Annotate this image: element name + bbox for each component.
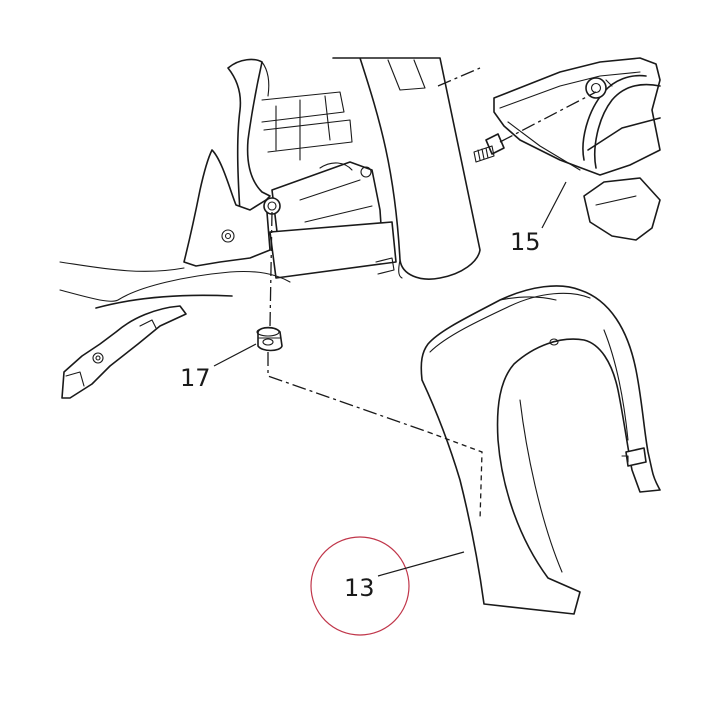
fork-tube: [332, 57, 481, 280]
leader-line-13: [377, 551, 465, 577]
callout-15[interactable]: 15: [510, 181, 567, 256]
part-13-cover: [420, 285, 661, 615]
leader-line-17: [213, 343, 257, 367]
part-17-grommet: [256, 211, 429, 433]
callout-label-17: 17: [180, 364, 211, 392]
callout-17[interactable]: 17: [180, 343, 257, 392]
part-15-bracket: [437, 57, 661, 241]
part-15-plate: [583, 177, 661, 241]
callout-label-13: 13: [344, 574, 375, 602]
mount-bracket: [183, 149, 271, 267]
callout-label-15: 15: [510, 228, 541, 256]
mount-hole: [263, 197, 281, 215]
horizontal-tube: [269, 221, 397, 279]
leader-line-15: [541, 181, 567, 229]
frame-arch: [227, 58, 271, 213]
frame-assembly: [59, 57, 481, 399]
part-15-stud: [485, 133, 505, 155]
highlight-circle-13: [310, 536, 410, 636]
lower-bracket: [61, 305, 187, 399]
callout-13[interactable]: 13: [310, 536, 465, 636]
